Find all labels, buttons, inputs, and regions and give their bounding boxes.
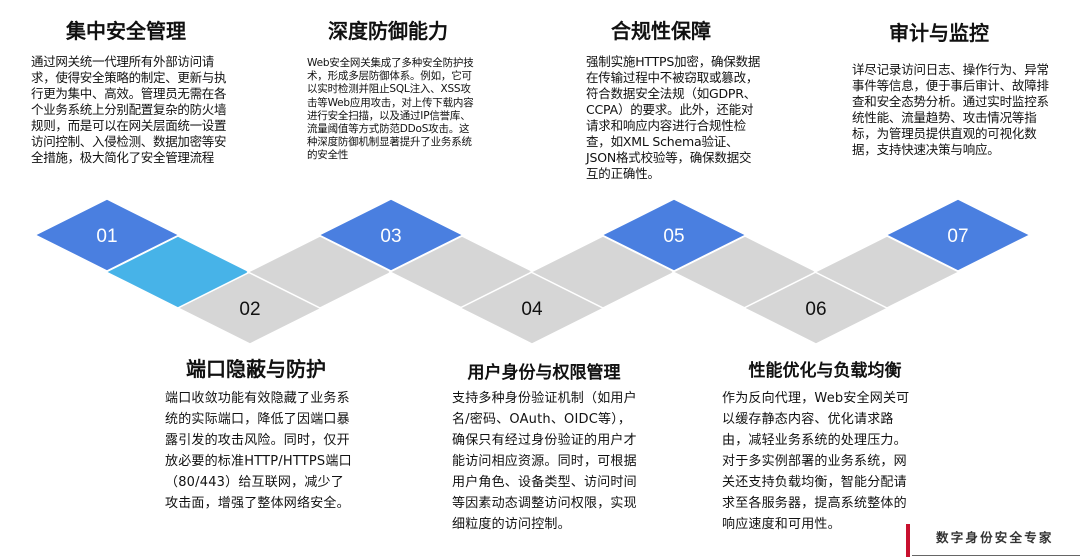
step-title-07: 审计与监控 bbox=[889, 21, 989, 45]
brand-watermark: 数字身份安全专家 bbox=[906, 516, 1080, 557]
step-number-02: 02 bbox=[239, 299, 260, 320]
step-number-04: 04 bbox=[521, 299, 543, 320]
step-number-07: 07 bbox=[947, 226, 968, 247]
step-number-05: 05 bbox=[663, 226, 684, 247]
watermark-text: 数字身份安全专家 bbox=[936, 530, 1054, 545]
step-number-03: 03 bbox=[380, 226, 401, 247]
step-title-04: 用户身份与权限管理 bbox=[467, 363, 621, 383]
step-desc-07: 详尽记录访问日志、操作行为、异常事件等信息，便于事后审计、故障排查和安全态势分析… bbox=[852, 62, 1049, 157]
watermark-underline bbox=[912, 555, 1080, 556]
step-title-06: 性能优化与负载均衡 bbox=[748, 361, 902, 381]
step-title-02: 端口隐蔽与防护 bbox=[186, 357, 326, 381]
diamond-03 bbox=[317, 198, 465, 272]
diamond-05 bbox=[600, 198, 748, 272]
step-desc-06: 作为反向代理，Web安全网关可以缓存静态内容、优化请求路由，减轻业务系统的处理压… bbox=[722, 391, 910, 532]
step-desc-02: 端口收敛功能有效隐藏了业务系统的实际端口，降低了因端口暴露引发的攻击风险。同时，… bbox=[165, 391, 352, 511]
watermark-red-bar bbox=[906, 524, 910, 557]
step-title-03: 深度防御能力 bbox=[328, 19, 448, 43]
step-desc-03: Web安全网关集成了多种安全防护技术，形成多层防御体系。例如，它可以实时检测并阻… bbox=[307, 57, 474, 162]
step-title-05: 合规性保障 bbox=[611, 19, 711, 43]
step-desc-04: 支持多种身份验证机制（如用户名/密码、OAuth、OIDC等），确保只有经过身份… bbox=[452, 391, 637, 532]
diamond-01 bbox=[33, 198, 181, 272]
step-number-06: 06 bbox=[805, 299, 826, 320]
step-number-01: 01 bbox=[96, 226, 117, 247]
step-title-01: 集中安全管理 bbox=[66, 19, 186, 43]
diamond-07 bbox=[884, 198, 1032, 272]
step-desc-05: 强制实施HTTPS加密，确保数据在传输过程中不被窃取或篡改，符合数据安全法规（如… bbox=[586, 54, 761, 181]
step-desc-01: 通过网关统一代理所有外部访问请求，使得安全策略的制定、更新与执行更为集中、高效。… bbox=[31, 54, 227, 165]
